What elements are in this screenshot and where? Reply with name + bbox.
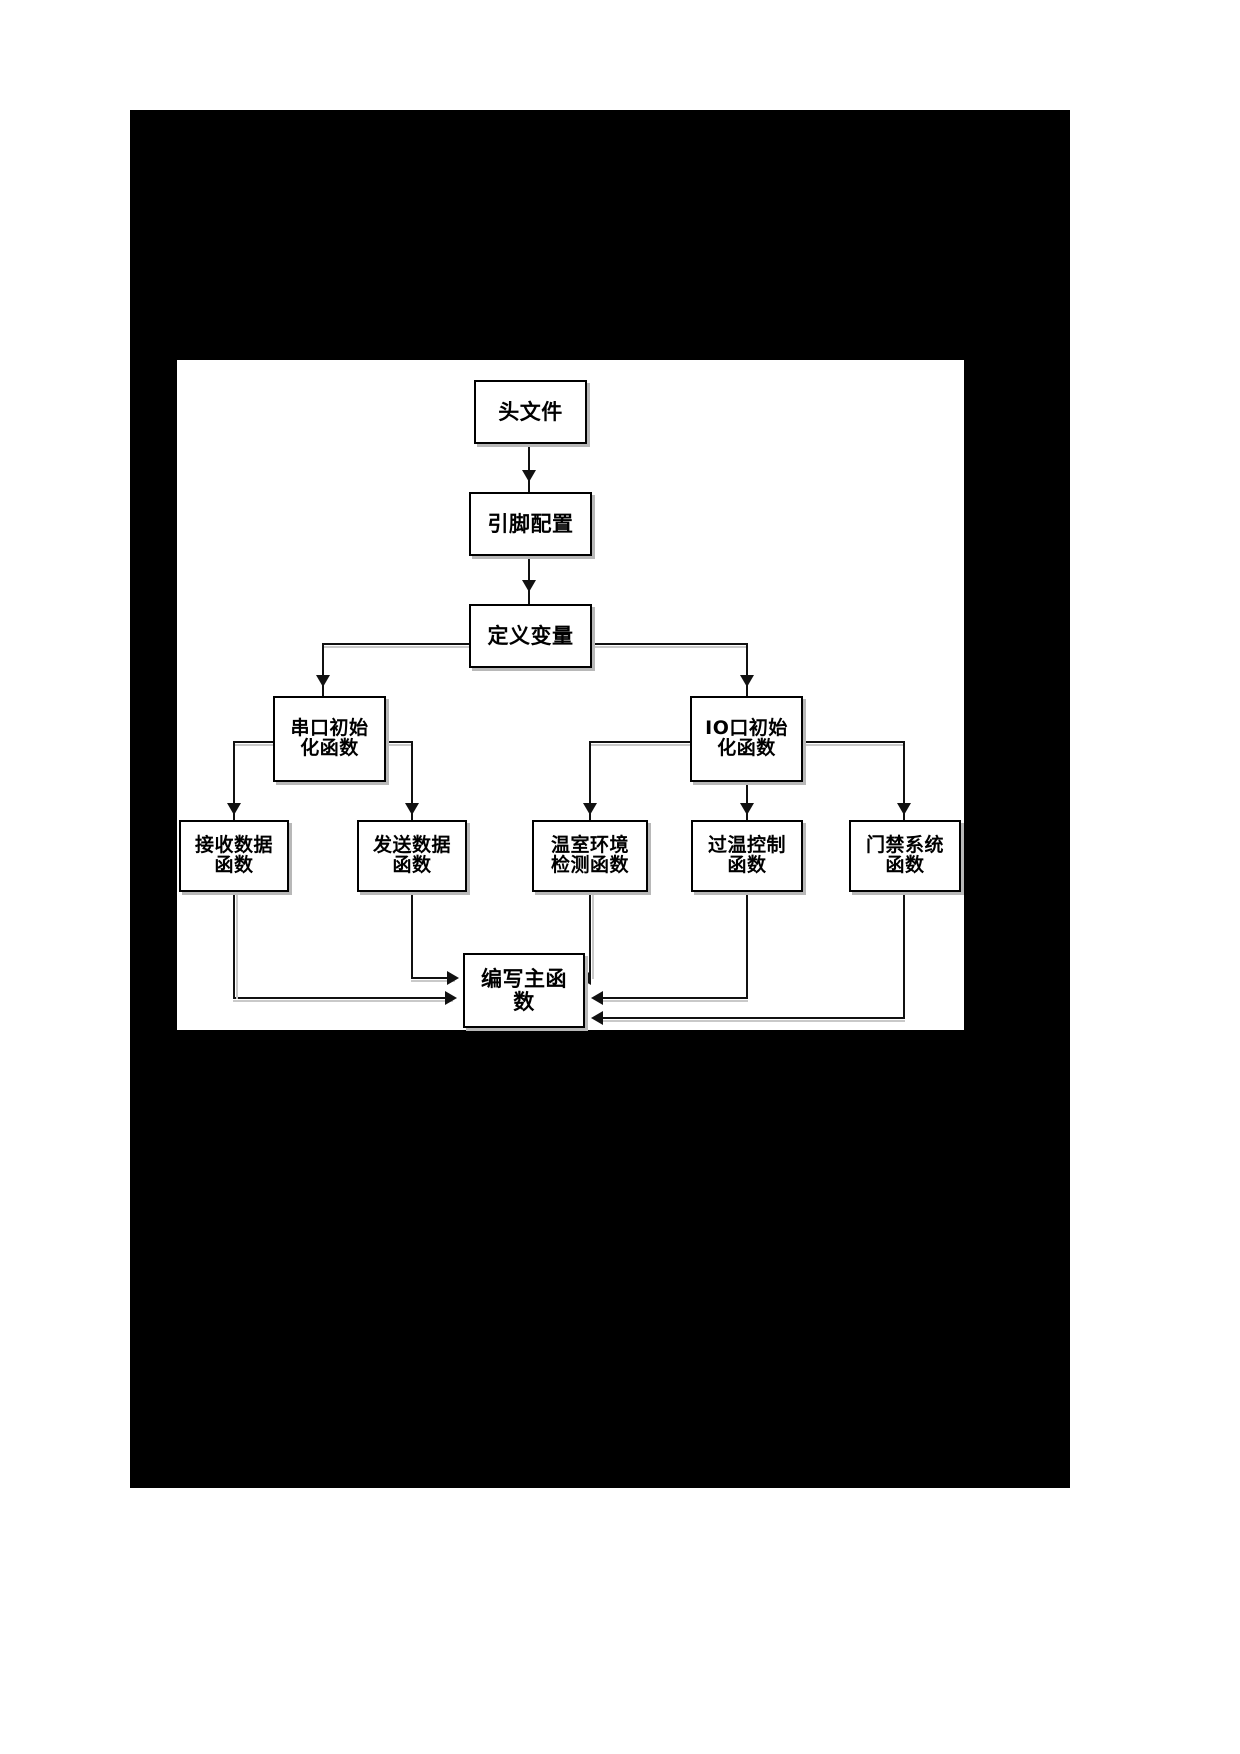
node-receive-data-function-label-line2: 函数 xyxy=(214,854,254,876)
arrowhead-uartinit-to-senddata xyxy=(405,803,419,815)
edge-uartinit-bus-right xyxy=(363,741,413,743)
arrowhead-header-to-pinconf xyxy=(522,470,536,482)
arrowhead-defvar-to-uartinit xyxy=(316,675,330,687)
edge-ioinit-bus-left xyxy=(589,741,699,743)
node-access-control-function[interactable]: 门禁系统 函数 xyxy=(849,820,961,892)
node-environment-detect-function-label-line2: 检测函数 xyxy=(550,854,629,876)
node-pin-config[interactable]: 引脚配置 xyxy=(469,492,592,556)
arrowhead-ioinit-to-accessctrl xyxy=(897,803,911,815)
node-uart-init-function[interactable]: 串口初始 化函数 xyxy=(273,696,386,782)
arrowhead-senddata-to-mainfunc xyxy=(447,971,459,985)
node-define-variables-label: 定义变量 xyxy=(487,623,574,648)
node-define-variables[interactable]: 定义变量 xyxy=(469,604,592,668)
arrowhead-defvar-to-ioinit xyxy=(740,675,754,687)
edge-defvar-bus-right xyxy=(570,643,748,645)
edge-tempctrl-to-mainfunc xyxy=(601,997,748,999)
arrowhead-pinconf-to-defvar xyxy=(522,580,536,592)
node-io-init-function-label-line1: IO口初始 xyxy=(705,717,788,740)
node-environment-detect-function[interactable]: 温室环境 检测函数 xyxy=(532,820,648,892)
edge-uartinit-bus-left xyxy=(233,741,281,743)
node-main-function-label-line2: 数 xyxy=(513,989,535,1014)
node-main-function-label-line1: 编写主函 xyxy=(481,967,567,992)
edge-recvdata-to-mainfunc-ghost xyxy=(233,1000,453,1002)
node-send-data-function-label-line1: 发送数据 xyxy=(372,834,451,857)
edge-uartinit-to-senddata xyxy=(411,741,413,823)
edge-defvar-to-ioinit xyxy=(746,643,748,699)
edge-ioinit-bus-right-ghost xyxy=(793,744,903,746)
node-main-function[interactable]: 编写主函 数 xyxy=(463,953,585,1028)
node-receive-data-function-label-line1: 接收数据 xyxy=(194,834,273,857)
edge-pinconf-to-defvar xyxy=(528,553,530,605)
edge-tempctrl-drop xyxy=(746,871,748,999)
node-send-data-function[interactable]: 发送数据 函数 xyxy=(357,820,467,892)
edge-defvar-bus-left-ghost xyxy=(322,646,486,648)
arrowhead-accessctrl-to-mainfunc xyxy=(591,1011,603,1025)
arrowhead-ioinit-to-envdetect xyxy=(583,803,597,815)
node-uart-init-function-label-line1: 串口初始 xyxy=(290,717,369,740)
node-io-init-function[interactable]: IO口初始 化函数 xyxy=(690,696,803,782)
edge-recvdata-to-mainfunc xyxy=(233,997,453,999)
edge-ioinit-to-tempctrl xyxy=(746,781,748,823)
node-access-control-function-label-line2: 函数 xyxy=(885,854,925,876)
node-overtemp-control-function-label-line2: 函数 xyxy=(727,854,767,876)
arrowhead-ioinit-to-tempctrl xyxy=(740,803,754,815)
node-environment-detect-function-label-line1: 温室环境 xyxy=(550,834,629,857)
edge-senddata-to-mainfunc xyxy=(411,977,455,979)
edge-ioinit-bus-right xyxy=(793,741,903,743)
flowchart-canvas: 头文件 引脚配置 定义变量 串口初始 化函数 IO口初始 化函数 接收数据 函数… xyxy=(177,360,964,1030)
edge-envdetect-drop xyxy=(589,871,591,979)
edge-ioinit-to-envdetect xyxy=(589,741,591,823)
arrowhead-uartinit-to-recvdata xyxy=(227,803,241,815)
arrowhead-tempctrl-to-mainfunc xyxy=(591,991,603,1005)
edge-ioinit-bus-left-ghost xyxy=(589,744,699,746)
edge-ioinit-to-accessctrl xyxy=(903,741,905,823)
edge-defvar-bus-left xyxy=(322,643,486,645)
node-header-file-label: 头文件 xyxy=(498,399,563,424)
edge-defvar-to-uartinit xyxy=(322,643,324,699)
node-access-control-function-label-line1: 门禁系统 xyxy=(865,834,944,857)
edge-tempctrl-to-mainfunc-ghost xyxy=(601,1000,748,1002)
edge-recvdata-drop-ghost xyxy=(236,871,238,999)
edge-uartinit-bus-right-ghost xyxy=(363,744,413,746)
node-header-file[interactable]: 头文件 xyxy=(474,380,587,444)
edge-envdetect-drop-ghost xyxy=(592,871,594,979)
node-pin-config-label: 引脚配置 xyxy=(487,511,574,536)
node-receive-data-function[interactable]: 接收数据 函数 xyxy=(179,820,289,892)
edge-accessctrl-drop xyxy=(903,871,905,1019)
edge-senddata-drop xyxy=(411,871,413,979)
edge-header-to-pinconf xyxy=(528,443,530,495)
node-uart-init-function-label-line2: 化函数 xyxy=(300,737,359,759)
edge-accessctrl-to-mainfunc-ghost xyxy=(601,1020,905,1022)
edge-uartinit-to-recvdata xyxy=(233,741,235,823)
edge-senddata-to-mainfunc-ghost xyxy=(411,980,455,982)
node-overtemp-control-function-label-line1: 过温控制 xyxy=(707,834,786,857)
edge-defvar-bus-right-ghost xyxy=(570,646,748,648)
arrowhead-recvdata-to-mainfunc xyxy=(445,991,457,1005)
edge-recvdata-drop xyxy=(233,871,235,999)
edge-accessctrl-to-mainfunc xyxy=(601,1017,905,1019)
edge-uartinit-bus-left-ghost xyxy=(233,744,281,746)
node-send-data-function-label-line2: 函数 xyxy=(392,854,432,876)
node-overtemp-control-function[interactable]: 过温控制 函数 xyxy=(691,820,803,892)
node-io-init-function-label-line2: 化函数 xyxy=(717,737,776,759)
